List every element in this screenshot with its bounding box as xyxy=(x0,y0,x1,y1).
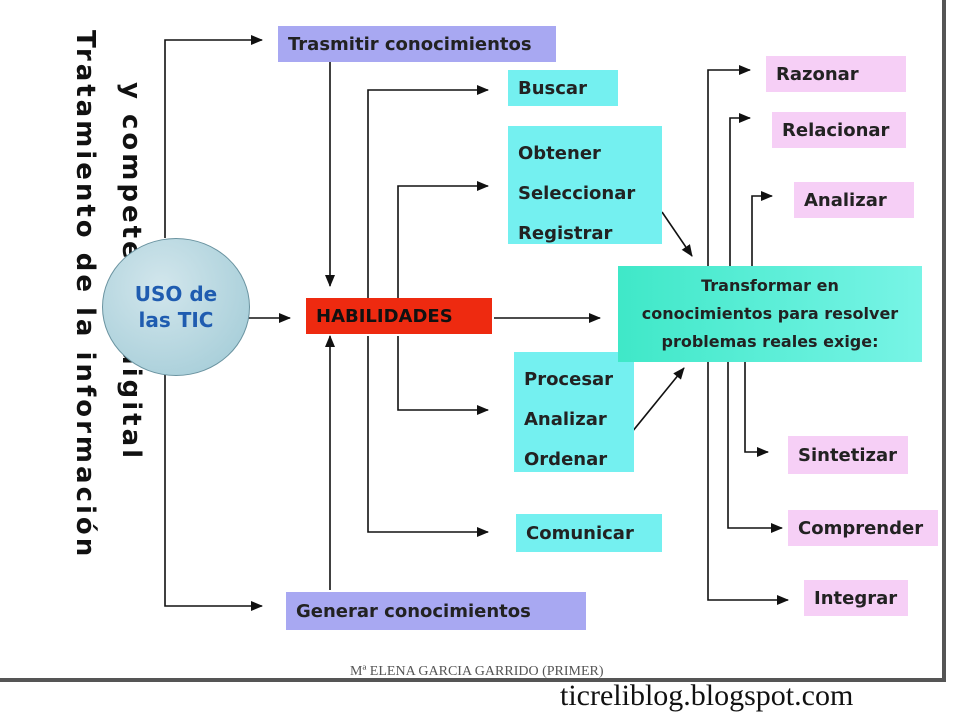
relacionar-label: Relacionar xyxy=(782,119,890,141)
buscar-box: Buscar xyxy=(508,70,618,106)
relacionar-box: Relacionar xyxy=(772,112,906,148)
arrow-to-integrar xyxy=(707,362,789,605)
comprender-label: Comprender xyxy=(798,517,924,539)
comunicar-box: Comunicar xyxy=(516,514,662,552)
registrar-label: Registrar xyxy=(518,223,613,244)
arrow-to-sintetizar xyxy=(744,362,769,457)
comunicar-label: Comunicar xyxy=(526,522,634,544)
habilidades-box: HABILIDADES xyxy=(306,298,492,334)
transformar-box: Transformar en conocimientos para resolv… xyxy=(618,266,922,362)
arrow-to-buscar xyxy=(367,85,489,298)
sintetizar-box: Sintetizar xyxy=(788,436,908,474)
analizar-label: Analizar xyxy=(524,409,607,430)
procesar-group-box: Procesar Analizar Ordenar xyxy=(514,352,634,472)
analizar-outcome-box: Analizar xyxy=(794,182,914,218)
arrow-to-group1 xyxy=(397,181,489,298)
transformar-line-3: problemas reales exige: xyxy=(661,332,879,351)
razonar-box: Razonar xyxy=(766,56,906,92)
buscar-label: Buscar xyxy=(518,77,587,99)
sintetizar-label: Sintetizar xyxy=(798,444,898,466)
uso-tic-circle: USO de las TIC xyxy=(102,238,250,376)
arrow-to-group2 xyxy=(397,336,489,415)
arrow-group2-to-transform xyxy=(631,367,685,433)
arrow-to-comprender xyxy=(727,362,783,533)
vertical-title-left: Tratamiento de la información xyxy=(70,30,100,560)
analizar-outcome-label: Analizar xyxy=(804,189,887,211)
ordenar-label: Ordenar xyxy=(524,449,608,470)
habilidades-label: HABILIDADES xyxy=(316,305,453,327)
trasmitir-label: Trasmitir conocimientos xyxy=(288,33,532,55)
generar-box: Generar conocimientos xyxy=(286,592,586,630)
integrar-label: Integrar xyxy=(814,587,898,609)
seleccionar-label: Seleccionar xyxy=(518,183,636,204)
circle-line-2: las TIC xyxy=(138,308,214,332)
arrow-group1-to-transform xyxy=(661,211,693,257)
transformar-line-1: Transformar en xyxy=(701,276,839,295)
arrow-to-razonar xyxy=(707,65,751,266)
trasmitir-box: Trasmitir conocimientos xyxy=(278,26,556,62)
site-url: ticreliblog.blogspot.com xyxy=(560,679,854,712)
arrow-to-comunicar xyxy=(367,336,489,537)
transformar-line-2: conocimientos para resolver xyxy=(641,304,899,323)
arrow-to-analizar-out xyxy=(751,191,773,266)
obtener-label: Obtener xyxy=(518,143,601,164)
arrow-to-trasmitir xyxy=(164,35,263,238)
arrow-to-generar xyxy=(164,374,263,611)
arrow-to-relacionar xyxy=(729,113,751,266)
generar-label: Generar conocimientos xyxy=(296,600,531,622)
integrar-box: Integrar xyxy=(804,580,908,616)
procesar-label: Procesar xyxy=(524,369,614,390)
razonar-label: Razonar xyxy=(776,63,859,85)
author-watermark: Mª ELENA GARCIA GARRIDO (PRIMER) xyxy=(350,664,604,679)
comprender-box: Comprender xyxy=(788,510,938,546)
circle-line-1: USO de xyxy=(134,282,218,306)
obtener-group-box: Obtener Seleccionar Registrar xyxy=(508,126,662,244)
